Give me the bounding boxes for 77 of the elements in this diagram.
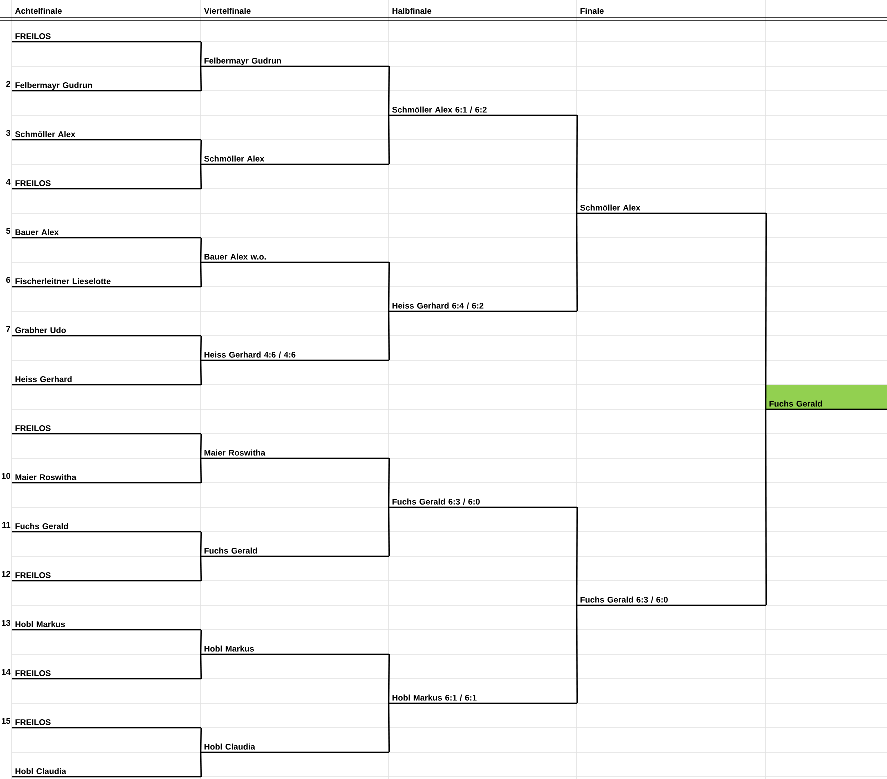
bracket-line [388, 458, 390, 508]
bracket-line [765, 214, 768, 410]
bracket-line [765, 410, 768, 606]
bracket-line [200, 42, 202, 67]
column-header: Viertelfinale [204, 8, 251, 14]
bracket-line [200, 728, 202, 752]
player-cell: Heiss Gerhard [12, 376, 201, 386]
bracket-line [200, 336, 202, 360]
player-cell: Felbermayr Gudrun [12, 82, 201, 92]
player-cell: Hobl Claudia [201, 744, 389, 754]
row-number: 11 [2, 522, 11, 528]
player-cell: Heiss Gerhard 6:4 / 6:2 [389, 302, 577, 312]
bracket-line [576, 116, 578, 214]
player-cell: Schmöller Alex 6:1 / 6:2 [389, 106, 577, 116]
player-cell: Schmöller Alex [577, 204, 766, 214]
player-cell: FREILOS [12, 670, 201, 680]
bracket-line [200, 140, 202, 165]
column-header: Halbfinale [392, 8, 432, 14]
row-number: 5 [6, 228, 11, 234]
champion-cell: Fuchs Gerald [766, 385, 887, 410]
player-cell: FREILOS [12, 572, 201, 582]
row-number: 12 [2, 571, 10, 577]
player-cell: Hobl Markus 6:1 / 6:1 [389, 694, 577, 704]
row-number: 15 [2, 718, 11, 724]
bracket-line [576, 508, 578, 606]
bracket-line [200, 752, 202, 777]
player-cell: Schmöller Alex [201, 156, 389, 166]
bracket-line [200, 434, 202, 458]
player-cell: Fuchs Gerald 6:3 / 6:0 [577, 596, 766, 606]
player-cell: Heiss Gerhard 4:6 / 4:6 [201, 352, 389, 362]
row-number: 6 [6, 277, 10, 284]
player-cell: Maier Roswitha [12, 474, 201, 484]
bracket-line [388, 116, 390, 164]
player-cell: FREILOS [12, 720, 201, 729]
row-number: 13 [2, 620, 10, 626]
row-number: 3 [6, 130, 10, 136]
bracket-line [200, 458, 202, 484]
bracket-line [200, 630, 202, 654]
player-cell: Fuchs Gerald [201, 548, 389, 558]
bracket-line [200, 360, 202, 385]
bracket-line [200, 654, 202, 679]
row-number: 2 [6, 81, 10, 87]
column-header: Finale [580, 8, 604, 14]
player-cell: Hobl Markus [201, 646, 389, 656]
row-number: 7 [6, 326, 10, 332]
player-cell: Hobl Markus [12, 621, 201, 631]
player-cell: Hobl Claudia [12, 768, 201, 778]
bracket-line [576, 214, 578, 312]
player-cell: Bauer Alex w.o. [201, 254, 389, 264]
player-cell: Fischerleitner Lieselotte [12, 278, 201, 288]
player-cell: Felbermayr Gudrun [201, 58, 389, 68]
bracket-line [388, 66, 390, 116]
player-cell: FREILOS [12, 426, 201, 435]
bracket-line [388, 654, 390, 704]
bracket-line [200, 238, 202, 263]
player-cell: Fuchs Gerald [12, 523, 201, 533]
player-cell: FREILOS [12, 180, 201, 190]
bracket-line [200, 164, 202, 190]
player-cell: Bauer Alex [12, 229, 201, 239]
row-number: 4 [6, 179, 11, 185]
bracket-line [200, 532, 202, 556]
bracket-line [200, 262, 202, 287]
row-number: 10 [2, 473, 10, 480]
player-cell: Maier Roswitha [201, 450, 389, 460]
bracket-line [576, 606, 578, 704]
row-number: 14 [2, 669, 11, 675]
bracket-line [388, 704, 390, 752]
player-cell: FREILOS [12, 34, 201, 43]
bracket-line [388, 508, 390, 556]
player-cell: Grabher Udo [12, 327, 201, 337]
player-cell: Schmöller Alex [12, 131, 201, 141]
bracket-line [200, 66, 202, 92]
bracket-line [388, 262, 390, 312]
player-cell: Fuchs Gerald 6:3 / 6:0 [389, 498, 577, 508]
bracket-line [200, 556, 202, 581]
column-header: Achtelfinale [15, 8, 62, 14]
bracket-line [388, 312, 390, 360]
